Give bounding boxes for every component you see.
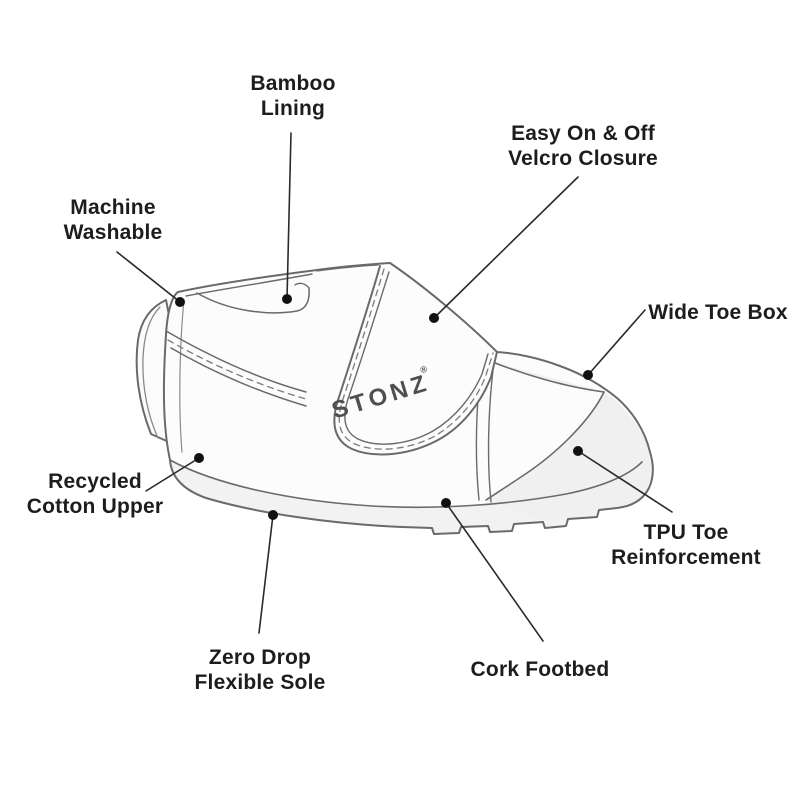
callout-line-zero-drop xyxy=(258,514,274,634)
callout-dot-recycled-cotton-upper xyxy=(194,453,204,463)
callout-dot-bamboo-lining xyxy=(282,294,292,304)
collar-band-lower xyxy=(170,347,307,407)
label-wide-toe-box: Wide Toe Box xyxy=(648,300,788,325)
collar-opening-curl xyxy=(294,282,310,289)
label-bamboo-lining: Bamboo Lining xyxy=(250,71,335,121)
callout-dot-cork-footbed xyxy=(441,498,451,508)
toe-cap-seam-upper xyxy=(489,360,605,393)
label-zero-drop-flexible-sole: Zero Drop Flexible Sole xyxy=(195,645,326,695)
label-line: Wide Toe Box xyxy=(648,301,788,324)
heel-pull-tab-inner-line xyxy=(142,306,161,439)
callout-line-machine-washable xyxy=(116,251,181,303)
collar-rim-line xyxy=(185,273,313,297)
stonz-logo-mark: ® xyxy=(419,364,429,376)
heel-back-inner-line xyxy=(179,299,185,453)
label-line: TPU Toe xyxy=(643,521,729,544)
callout-dot-zero-drop xyxy=(268,510,278,520)
label-line: Bamboo xyxy=(250,72,336,95)
label-line: Cotton Upper xyxy=(26,495,164,518)
label-cork-footbed: Cork Footbed xyxy=(471,657,610,682)
label-line: Flexible Sole xyxy=(194,671,326,694)
callout-line-recycled-cotton-upper xyxy=(145,457,200,492)
collar-opening xyxy=(196,287,310,314)
label-line: Lining xyxy=(260,97,326,120)
label-line: Zero Drop xyxy=(208,646,312,669)
velcro-strap-stitching xyxy=(338,268,494,450)
velcro-strap-inner-edge xyxy=(344,271,489,445)
callout-dot-machine-washable xyxy=(175,297,185,307)
label-recycled-cotton-upper: Recycled Cotton Upper xyxy=(27,469,164,519)
callout-dots xyxy=(175,294,593,520)
callout-line-wide-toe-box xyxy=(587,309,646,376)
callout-dot-easy-on-off xyxy=(429,313,439,323)
label-line: Washable xyxy=(63,221,163,244)
label-machine-washable: Machine Washable xyxy=(64,195,163,245)
velcro-strap-outer-edge xyxy=(333,265,498,456)
callout-line-cork-footbed xyxy=(445,502,544,642)
label-line: Machine xyxy=(70,196,156,219)
callout-line-easy-on-off xyxy=(433,176,579,319)
label-line: Recycled xyxy=(48,470,142,493)
label-line: Velcro Closure xyxy=(508,147,658,170)
callout-line-tpu-toe xyxy=(577,450,673,513)
label-line: Reinforcement xyxy=(611,546,761,569)
sole-seam xyxy=(169,459,643,509)
label-line: Easy On & Off xyxy=(511,122,655,145)
collar-band-stitching xyxy=(167,339,307,400)
callout-dot-wide-toe-box xyxy=(583,370,593,380)
label-line: Cork Footbed xyxy=(470,658,610,681)
callout-lines xyxy=(116,132,673,642)
collar-back-line xyxy=(316,264,379,272)
toe-cap-seam-lower xyxy=(485,391,605,501)
label-tpu-toe-reinforcement: TPU Toe Reinforcement xyxy=(611,520,761,570)
callout-dot-tpu-toe xyxy=(573,446,583,456)
velcro-strap xyxy=(334,266,497,455)
label-easy-on-off-velcro-closure: Easy On & Off Velcro Closure xyxy=(508,121,658,171)
collar-band-upper xyxy=(165,330,307,393)
quarter-seam-right xyxy=(487,369,494,503)
callout-line-bamboo-lining xyxy=(286,132,292,300)
shoe-outline xyxy=(162,262,654,535)
